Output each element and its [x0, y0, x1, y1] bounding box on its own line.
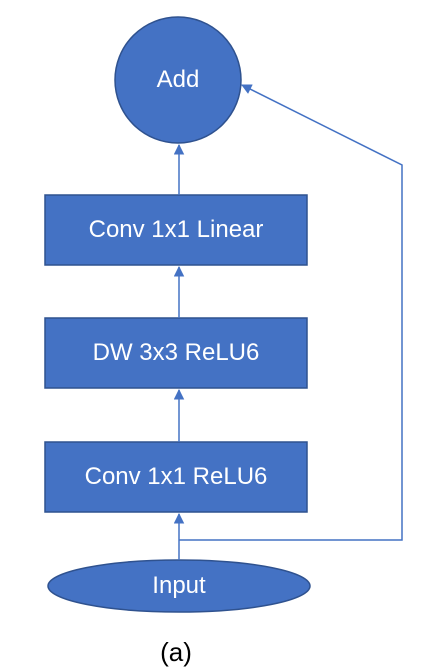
dw-node: [44, 317, 308, 389]
figure-caption: (a): [160, 636, 192, 667]
conv-linear-node: [44, 194, 308, 266]
add-node: [114, 16, 242, 144]
conv-relu-node: [44, 441, 308, 513]
input-node: [47, 559, 311, 613]
residual-connection: [179, 84, 403, 541]
